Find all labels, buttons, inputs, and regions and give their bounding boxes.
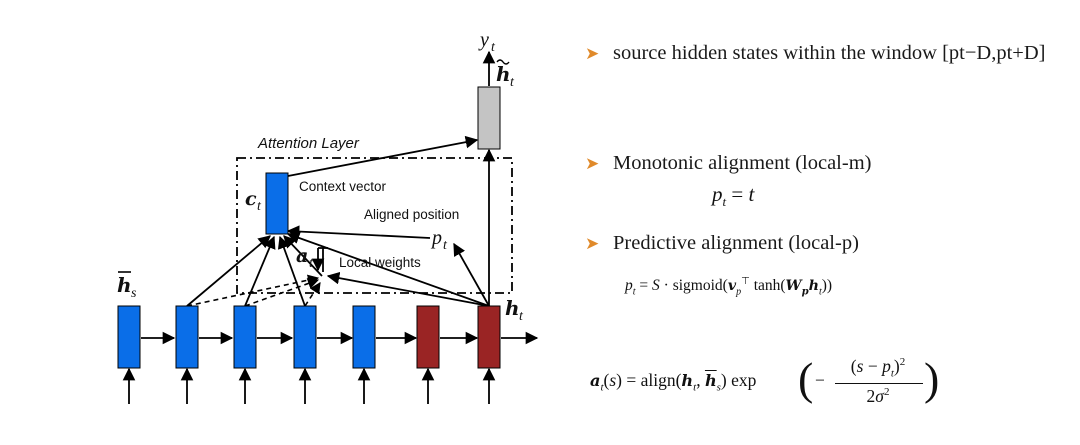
local-weights-label: Local weights	[339, 255, 421, 270]
attention-layer-label: Attention Layer	[257, 135, 360, 152]
svg-text:s: s	[131, 286, 137, 301]
svg-text:h: h	[496, 62, 511, 86]
local-weights-connector	[286, 225, 490, 307]
svg-text:t: t	[491, 40, 496, 55]
source-state-box	[233, 305, 257, 369]
svg-text:y: y	[478, 29, 489, 51]
svg-text:t: t	[519, 309, 524, 324]
target-hidden-states	[416, 305, 501, 369]
svg-text:t: t	[510, 75, 515, 90]
context-vector-label: Context vector	[299, 179, 387, 194]
bullet-text: Predictive alignment (local-p)	[613, 232, 859, 254]
svg-text:t: t	[309, 256, 314, 271]
orange-arrow-icon: ➤	[585, 234, 600, 253]
bullet-local-p: ➤ Predictive alignment (local-p)	[585, 230, 1055, 257]
source-state-box	[293, 305, 317, 369]
svg-text:t: t	[443, 238, 448, 253]
formula-local-m: pt = t	[712, 182, 755, 210]
target-state-box	[416, 305, 440, 369]
output-arrows	[287, 50, 496, 306]
target-state-box	[477, 305, 501, 369]
bullet-source-window: ➤ source hidden states within the window…	[585, 40, 1055, 67]
local-attention-diagram: Attention Layer	[117, 29, 539, 404]
a-t-symbol: a t	[296, 245, 314, 271]
attentional-output-box	[477, 86, 501, 150]
y-t-symbol: y t	[478, 29, 496, 55]
p-t-symbol: p t	[430, 227, 448, 253]
bullet-local-m: ➤ Monotonic alignment (local-m)	[585, 150, 1055, 177]
c-t-symbol: c t	[245, 188, 262, 214]
h-bar-s-symbol: h s	[117, 271, 137, 301]
svg-text:c: c	[245, 188, 257, 210]
orange-arrow-icon: ➤	[585, 154, 600, 173]
svg-text:a: a	[296, 245, 308, 267]
attention-layer-frame	[236, 157, 513, 294]
bullet-text: Monotonic alignment (local-m)	[613, 152, 872, 174]
formula-local-p: pt = S · sigmoid(vp⊤ tanh(Wpht))	[625, 276, 833, 298]
svg-text:h: h	[505, 296, 520, 320]
source-state-box	[117, 305, 141, 369]
local-weight-arrows	[186, 274, 321, 307]
h-tilde-t-symbol: h t	[496, 59, 515, 90]
bullet-text: source hidden states within the window […	[613, 42, 1046, 64]
source-state-box	[175, 305, 199, 369]
context-arrows	[186, 231, 490, 307]
aligned-position-label: Aligned position	[364, 207, 459, 222]
source-hidden-states	[117, 305, 376, 369]
source-state-box	[352, 305, 376, 369]
svg-text:p: p	[430, 227, 442, 249]
input-arrows	[122, 367, 496, 404]
h-t-symbol: h t	[505, 296, 524, 324]
orange-arrow-icon: ➤	[585, 44, 600, 63]
svg-text:h: h	[117, 273, 132, 297]
svg-text:t: t	[257, 199, 262, 214]
context-vector-box	[265, 172, 289, 235]
